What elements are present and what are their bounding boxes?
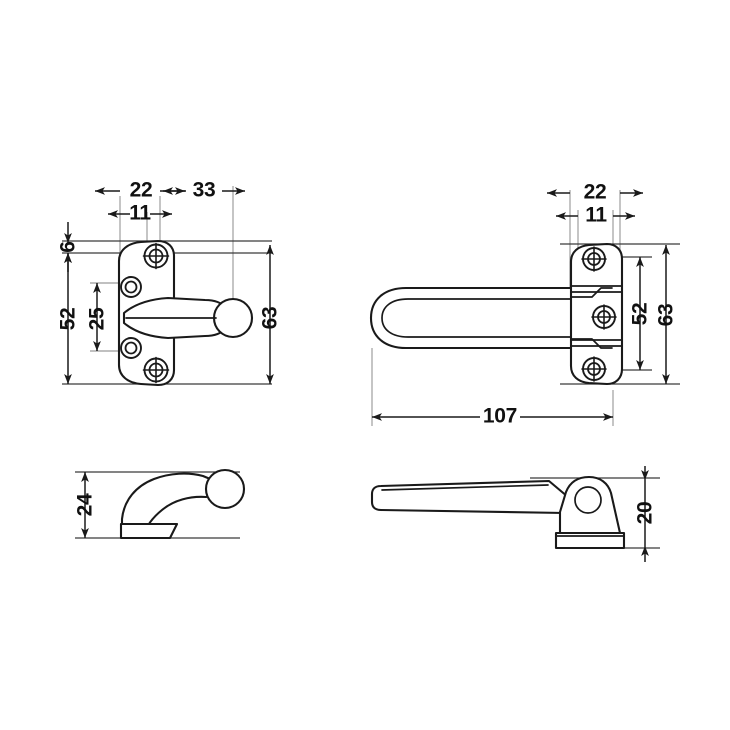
dimension-v2-22: 22 bbox=[547, 181, 643, 204]
dim-label-11-view2: 11 bbox=[585, 204, 607, 227]
dim-label-25-view1: 25 bbox=[86, 307, 109, 330]
dim-label-63-view1: 63 bbox=[259, 307, 282, 330]
view-side-profile-handle: 24 bbox=[74, 468, 246, 540]
dim-label-22-view2: 22 bbox=[584, 181, 607, 204]
dimension-v1-33: 33 bbox=[163, 179, 245, 202]
swing-bar-side-top-edge bbox=[381, 484, 549, 491]
hinge-hole-bottom bbox=[581, 356, 607, 382]
screw-hole-bottom bbox=[142, 356, 170, 384]
dimension-v3-24: 24 bbox=[74, 472, 97, 538]
screw-hole-top bbox=[142, 242, 170, 270]
handle-profile-ball bbox=[204, 468, 246, 510]
dim-label-6-view1: 6 bbox=[57, 241, 80, 252]
bracket-outline bbox=[558, 475, 622, 535]
dim-label-33-view1: 33 bbox=[193, 179, 216, 202]
dimension-v1-25: 25 bbox=[86, 283, 109, 351]
dim-label-107-view2: 107 bbox=[483, 405, 517, 428]
handle-base-pad bbox=[119, 522, 179, 540]
view-plan-swing-bar: 22 11 52 63 107 bbox=[369, 181, 680, 428]
dim-label-63-view2: 63 bbox=[655, 304, 678, 327]
dimension-v1-22: 22 bbox=[95, 179, 185, 202]
screw-hole-lower-small bbox=[120, 337, 142, 359]
dimension-v2-52: 52 bbox=[629, 257, 652, 370]
hinge-hole-top bbox=[581, 246, 607, 272]
view-side-profile-swing-bar: 20 bbox=[370, 466, 660, 562]
view-front-elevation-handle-plate: 22 33 11 6 52 bbox=[57, 179, 282, 387]
dimension-v2-107: 107 bbox=[372, 405, 613, 428]
screw-hole-upper-small bbox=[120, 276, 142, 298]
dim-label-52-view1: 52 bbox=[57, 308, 80, 331]
hinge-hole-middle bbox=[591, 304, 617, 330]
dim-label-20-view4: 20 bbox=[634, 502, 657, 525]
dim-label-24-view3: 24 bbox=[74, 493, 97, 516]
dimension-v2-11: 11 bbox=[556, 204, 635, 227]
swing-bar-shoulders bbox=[570, 287, 613, 349]
dim-label-22-view1: 22 bbox=[130, 179, 153, 202]
swing-bar-inner-slot bbox=[381, 298, 613, 338]
dimension-v1-52: 52 bbox=[57, 253, 80, 384]
handle-ball-knob bbox=[212, 297, 254, 339]
bracket-pivot-hole bbox=[574, 486, 602, 514]
dimension-v1-11: 11 bbox=[108, 202, 172, 225]
dimension-v2-63: 63 bbox=[655, 245, 678, 384]
dimension-v4-20: 20 bbox=[634, 466, 657, 562]
dim-label-52-view2: 52 bbox=[629, 303, 652, 326]
dimension-v1-63: 63 bbox=[259, 245, 282, 384]
dim-label-11-view1: 11 bbox=[129, 202, 151, 225]
swing-bar-outer bbox=[369, 286, 614, 350]
